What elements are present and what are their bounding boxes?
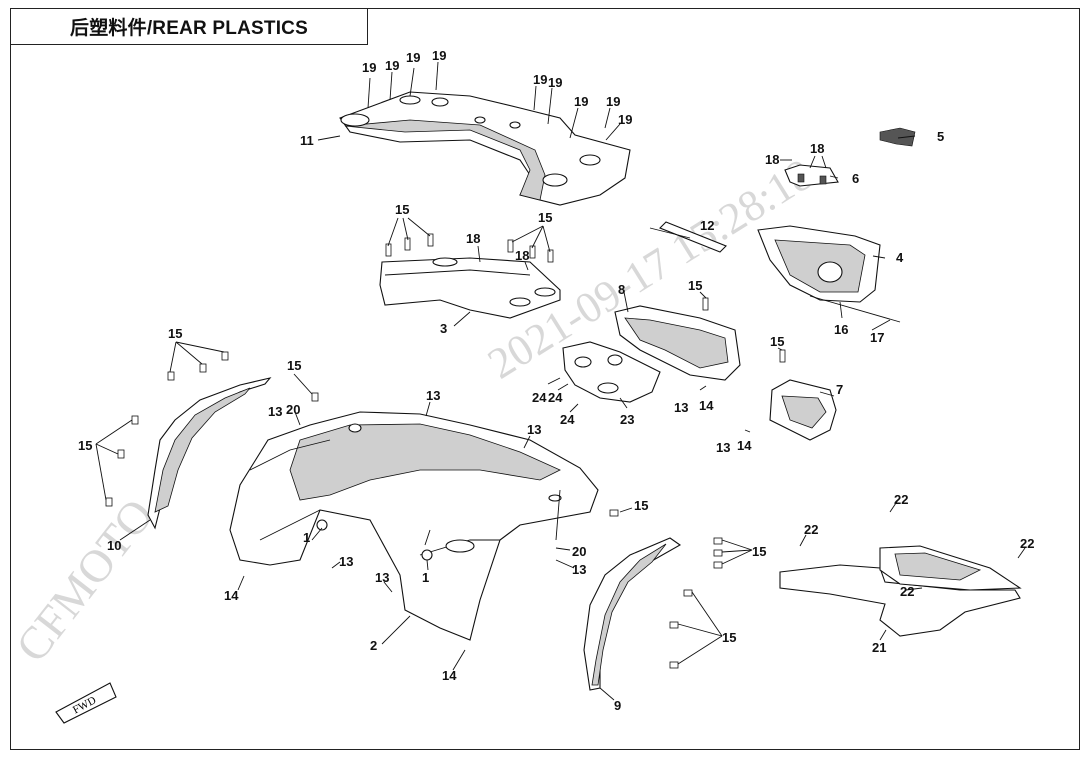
callout-19: 19 <box>406 50 420 65</box>
callout-labels: 11 19 19 19 19 19 19 19 19 19 15 15 18 1… <box>78 48 1034 713</box>
watermark-brand: CFMOTO <box>6 489 164 671</box>
fwd-arrow: FWD <box>55 682 117 724</box>
callout-8: 8 <box>618 282 625 297</box>
callout-15: 15 <box>752 544 766 559</box>
callout-22: 22 <box>894 492 908 507</box>
callout-18: 18 <box>765 152 779 167</box>
leader-lines <box>95 61 1026 701</box>
callout-18: 18 <box>466 231 480 246</box>
callout-19: 19 <box>606 94 620 109</box>
callout-19: 19 <box>385 58 399 73</box>
callout-24: 24 <box>560 412 575 427</box>
part-12-trim-strip <box>659 221 727 253</box>
clips-group <box>105 233 786 669</box>
callout-14: 14 <box>224 588 239 603</box>
callout-13: 13 <box>426 388 440 403</box>
callout-1: 1 <box>422 570 429 585</box>
callout-11: 11 <box>300 133 314 148</box>
callout-14: 14 <box>699 398 714 413</box>
callout-13: 13 <box>268 404 282 419</box>
callout-5: 5 <box>937 129 944 144</box>
part-3-rear-liner <box>379 257 561 319</box>
part-21-floor-mat <box>779 545 1022 637</box>
callout-15: 15 <box>688 278 702 293</box>
callout-12: 12 <box>700 218 714 233</box>
callout-22: 22 <box>804 522 818 537</box>
diagram-title: 后塑料件/REAR PLASTICS <box>10 8 368 45</box>
callout-23: 23 <box>620 412 634 427</box>
callout-14: 14 <box>442 668 457 683</box>
callout-17: 17 <box>870 330 884 345</box>
callout-13: 13 <box>572 562 586 577</box>
callout-24: 24 <box>548 390 563 405</box>
callout-15: 15 <box>634 498 648 513</box>
callout-15: 15 <box>538 210 552 225</box>
callout-13: 13 <box>375 570 389 585</box>
callout-19: 19 <box>618 112 632 127</box>
callout-19: 19 <box>548 75 562 90</box>
callout-18: 18 <box>515 248 529 263</box>
callout-10: 10 <box>107 538 121 553</box>
callout-19: 19 <box>574 94 588 109</box>
callout-22: 22 <box>1020 536 1034 551</box>
callout-15: 15 <box>78 438 92 453</box>
callout-2: 2 <box>370 638 377 653</box>
callout-7: 7 <box>836 382 843 397</box>
part-7-cover <box>769 379 837 441</box>
callout-15: 15 <box>168 326 182 341</box>
callout-19: 19 <box>362 60 376 75</box>
part-6-latch <box>784 164 839 187</box>
callout-19: 19 <box>533 72 547 87</box>
callout-19: 19 <box>432 48 446 63</box>
callout-15: 15 <box>770 334 784 349</box>
part-5-bracket <box>879 127 916 147</box>
part-10-left-rail <box>147 377 272 530</box>
callout-15: 15 <box>395 202 409 217</box>
callout-24: 24 <box>532 390 547 405</box>
callout-20: 20 <box>286 402 300 417</box>
drawing-frame <box>10 8 1080 750</box>
callout-22: 22 <box>900 584 914 599</box>
callout-21: 21 <box>872 640 886 655</box>
callout-13: 13 <box>674 400 688 415</box>
callout-16: 16 <box>834 322 848 337</box>
callout-6: 6 <box>852 171 859 186</box>
callout-14: 14 <box>737 438 752 453</box>
callout-4: 4 <box>896 250 904 265</box>
callout-15: 15 <box>722 630 736 645</box>
callout-20: 20 <box>572 544 586 559</box>
callout-3: 3 <box>440 321 447 336</box>
callout-1: 1 <box>303 530 310 545</box>
part-2-rear-fender <box>229 411 599 641</box>
part-23-panel <box>562 341 661 403</box>
callout-9: 9 <box>614 698 621 713</box>
part-4-storage-lid <box>757 225 881 303</box>
part-11-rear-rack <box>339 91 631 206</box>
part-9-right-rail <box>583 537 682 691</box>
callout-18: 18 <box>810 141 824 156</box>
part-8-storage-tub <box>614 305 741 381</box>
callout-13: 13 <box>339 554 353 569</box>
callout-13: 13 <box>527 422 541 437</box>
part-16-rod <box>809 295 901 323</box>
callout-13: 13 <box>716 440 730 455</box>
callout-15: 15 <box>287 358 301 373</box>
